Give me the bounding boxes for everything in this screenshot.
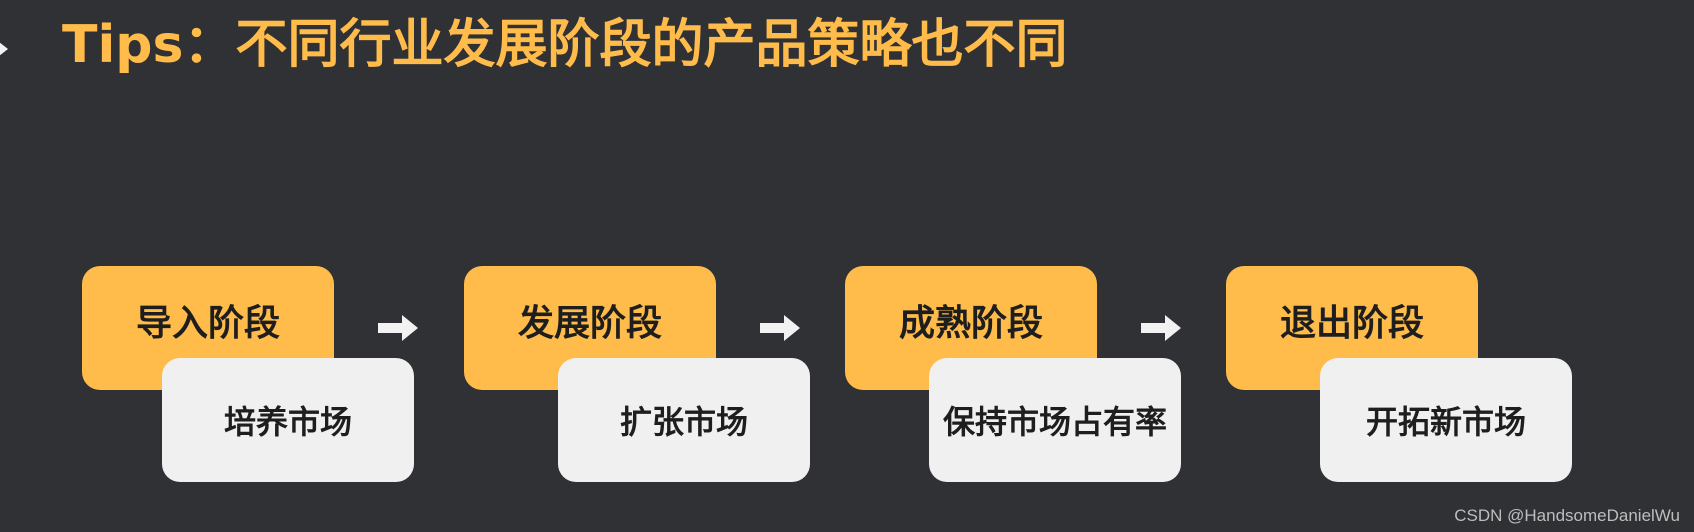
strategy-label: 保持市场占有率 [942,403,1167,441]
stage-box-exit: 退出阶段 [1226,266,1478,390]
strategy-label: 扩张市场 [619,403,748,441]
page-title: Tips：不同行业发展阶段的产品策略也不同 [62,15,1068,75]
stage-label: 发展阶段 [517,303,662,344]
stage-label: 退出阶段 [1279,303,1424,344]
stage-label: 成熟阶段 [898,303,1043,344]
right-arrow-icon [378,315,418,341]
stage-label: 导入阶段 [135,303,280,344]
right-arrow-icon [760,315,800,341]
strategy-box-intro: 培养市场 [162,358,414,482]
strategy-box-mature: 保持市场占有率 [929,358,1181,482]
strategy-label: 开拓新市场 [1365,403,1526,441]
right-arrow-icon [1141,315,1181,341]
bullet-arrow-icon [0,38,8,60]
strategy-box-exit: 开拓新市场 [1320,358,1572,482]
watermark: CSDN @HandsomeDanielWu [1454,506,1680,525]
strategy-box-growth: 扩张市场 [558,358,810,482]
strategy-label: 培养市场 [223,403,352,441]
